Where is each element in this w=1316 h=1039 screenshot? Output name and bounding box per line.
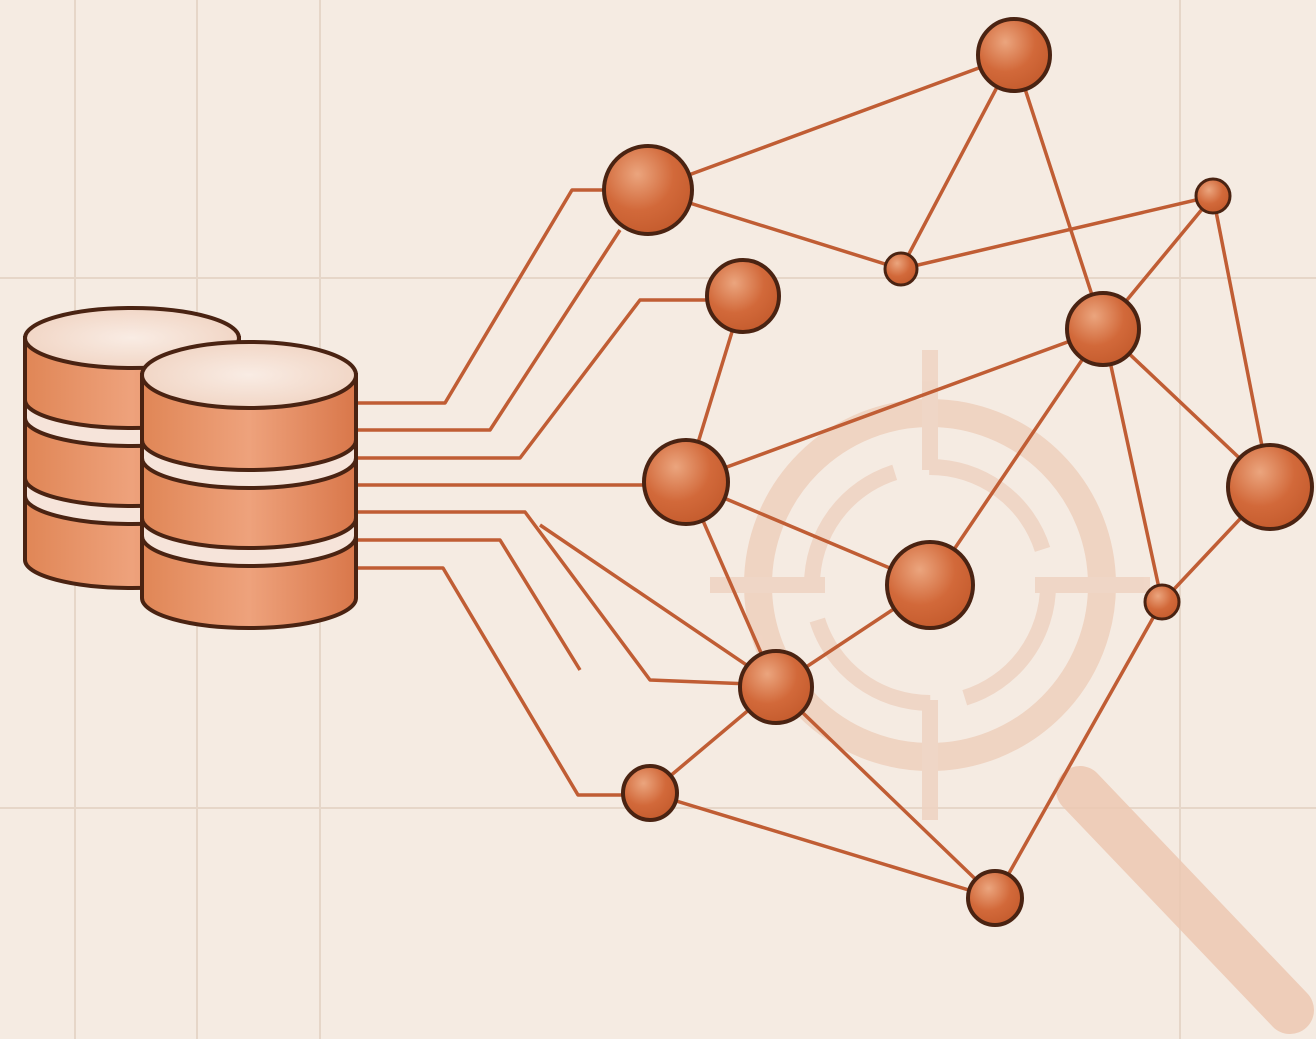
network-node (976, 17, 1052, 93)
network-edge (899, 54, 1016, 270)
network-node (966, 869, 1024, 927)
magnifying-glass-icon (710, 350, 1314, 1034)
network-edge (774, 685, 997, 900)
wire (355, 188, 648, 405)
network-node (642, 438, 730, 526)
data-wires (355, 188, 777, 797)
network-node (705, 258, 781, 334)
magnifier-handle (1056, 766, 1314, 1034)
wire (355, 298, 745, 460)
wire (355, 229, 622, 432)
network-node (1194, 177, 1232, 215)
network-edge (685, 327, 1104, 484)
network-edge (647, 53, 1015, 192)
network-node (1143, 583, 1181, 621)
network-node (1226, 443, 1314, 531)
network-node (885, 540, 975, 630)
wire (355, 538, 582, 671)
network-edge (993, 601, 1164, 899)
wire (355, 566, 650, 797)
database-icon (23, 306, 358, 630)
network-node (738, 649, 814, 725)
network-node (602, 144, 694, 236)
network-edge (900, 194, 1214, 271)
network-node (1065, 291, 1141, 367)
wire (539, 523, 777, 687)
network-node (621, 764, 679, 822)
wire (355, 510, 777, 687)
network-edge (928, 328, 1105, 586)
network-edge (1211, 195, 1272, 488)
crosshair-icon (710, 350, 1150, 820)
network-node (883, 251, 919, 287)
network-edge (1012, 54, 1105, 330)
network-nodes (602, 17, 1314, 927)
database-cylinder-front (140, 340, 358, 630)
network-edge (1101, 328, 1164, 603)
network-edge (649, 791, 996, 900)
